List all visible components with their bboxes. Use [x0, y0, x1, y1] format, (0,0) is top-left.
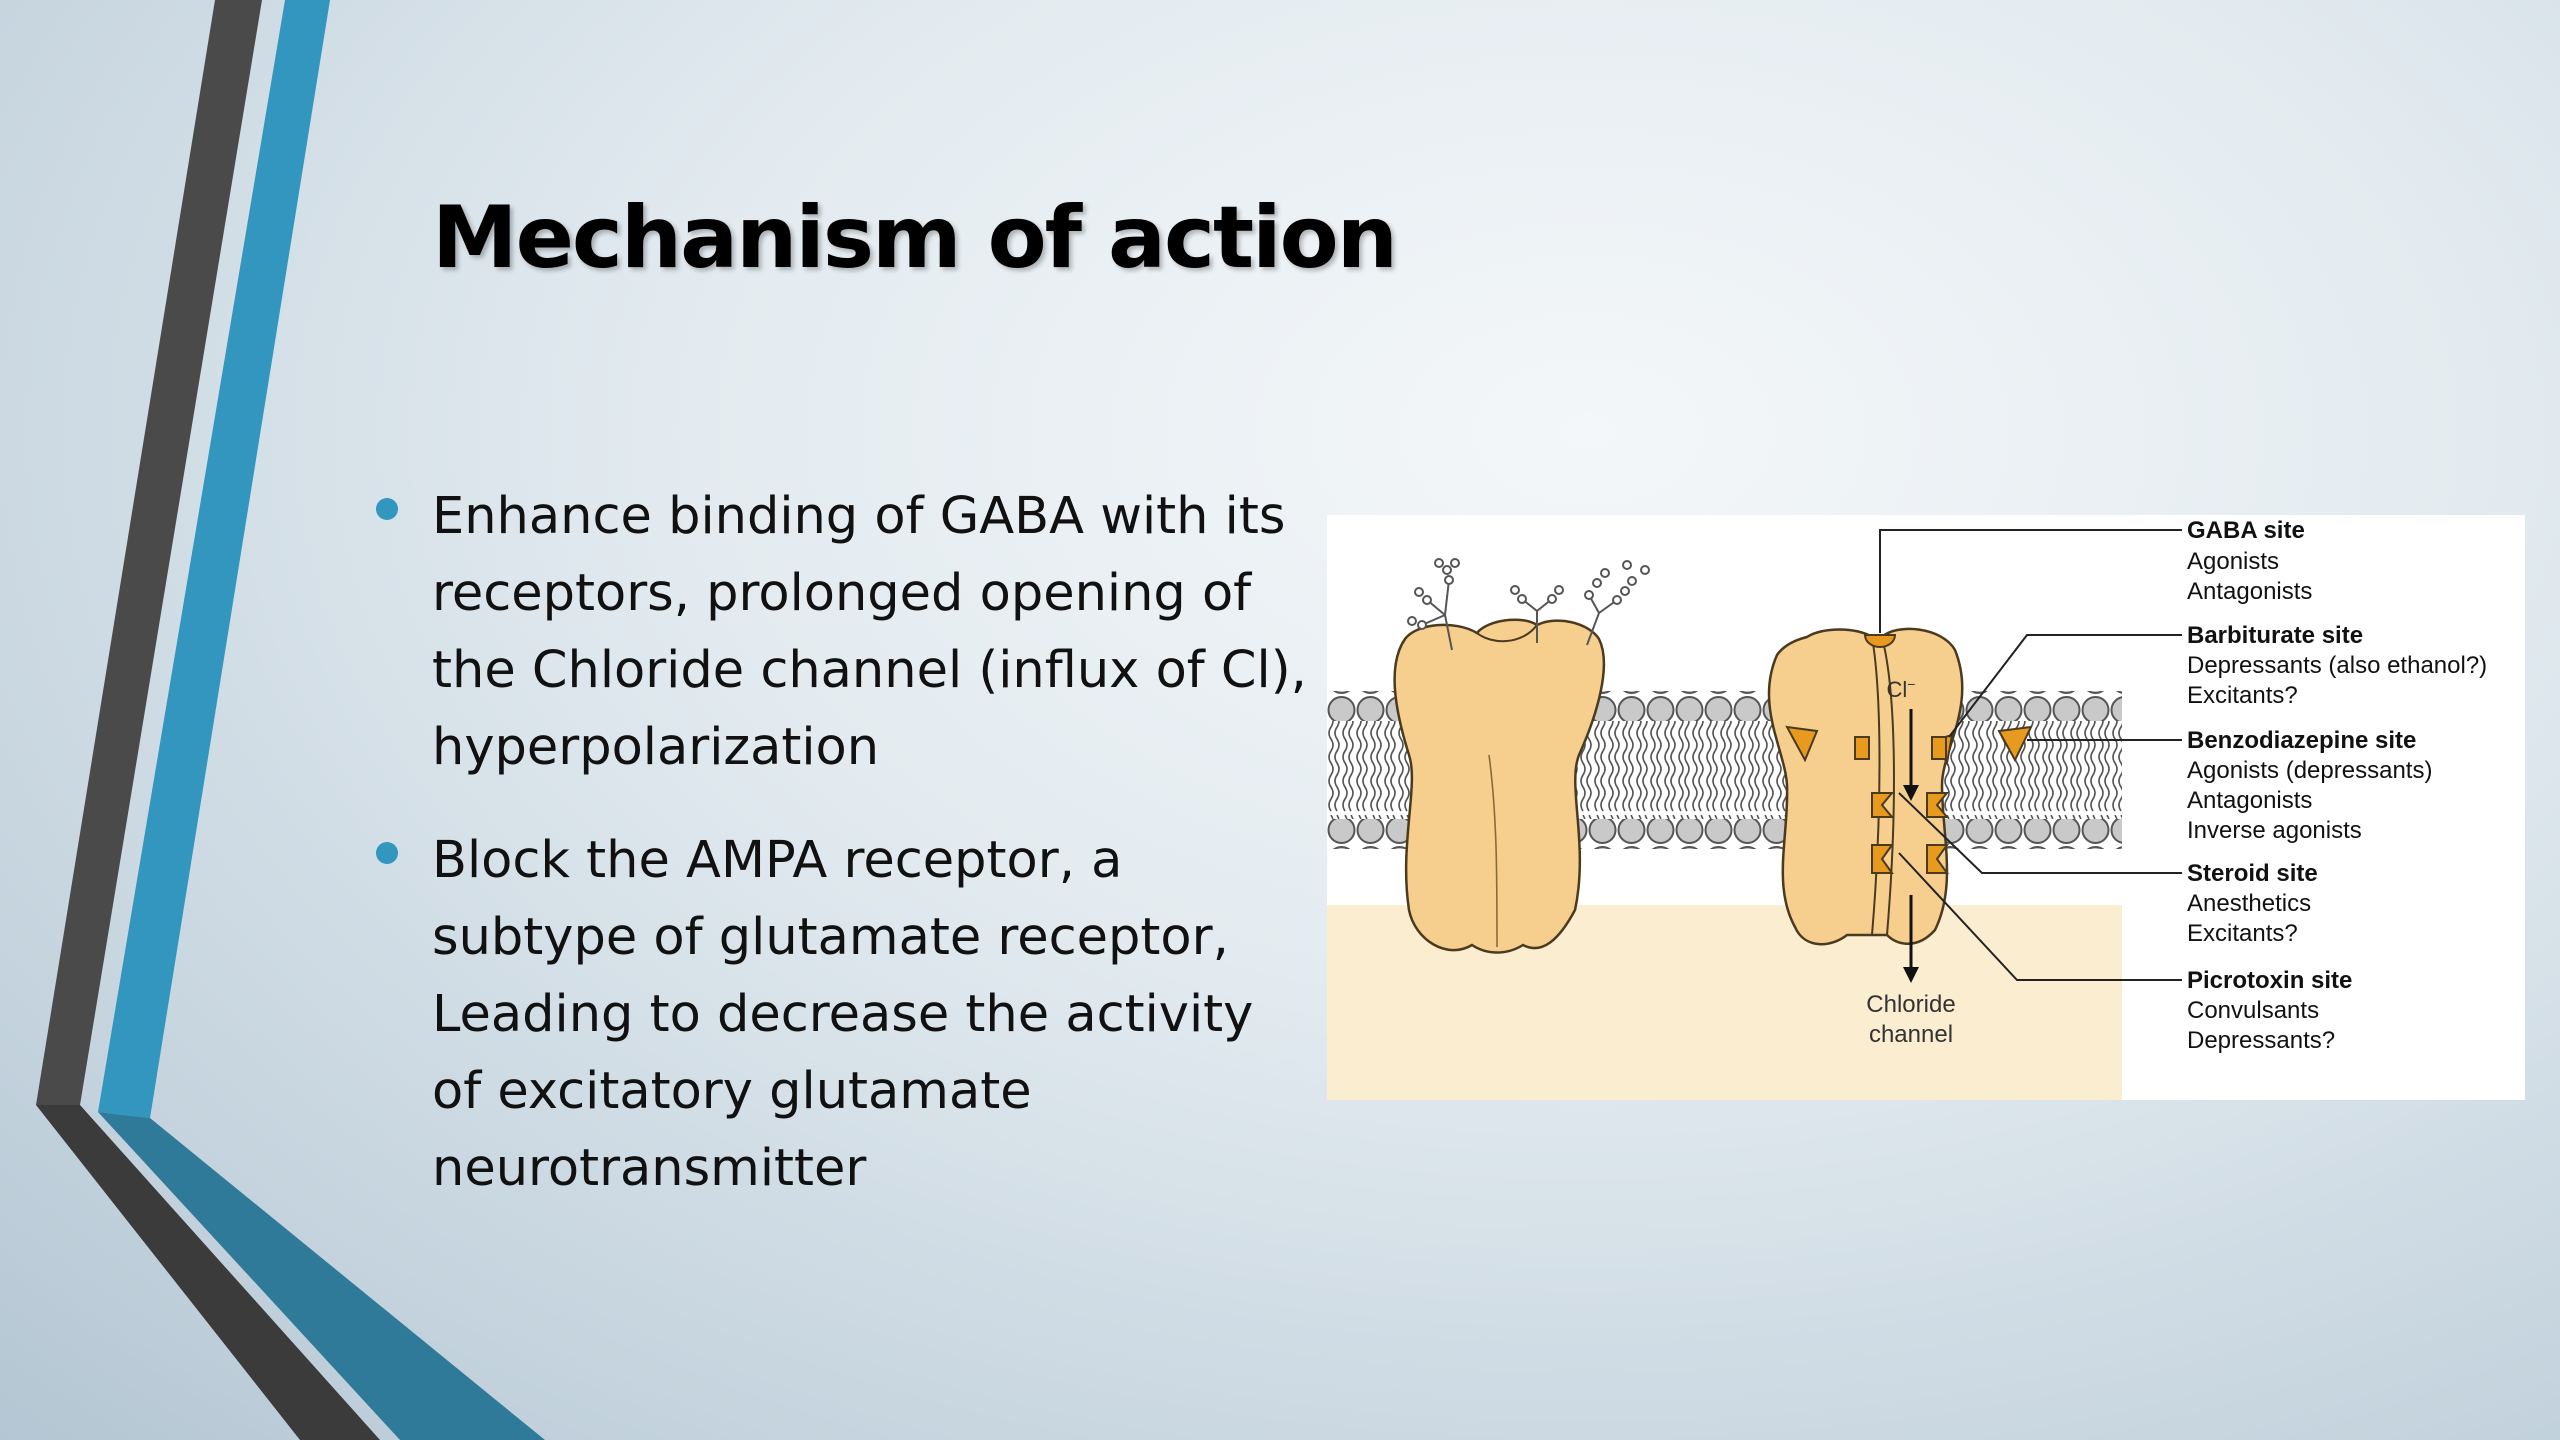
benzodiazepine-site-right-marker — [1997, 725, 2033, 763]
svg-text:Inverse agonists: Inverse agonists — [2187, 817, 2362, 844]
bullet-text: Enhance binding of GABA with its recepto… — [432, 487, 1307, 777]
bullet-list: Enhance binding of GABA with its recepto… — [376, 478, 1316, 1243]
site-labels: GABA site Agonists Antagonists Barbitura… — [2187, 517, 2487, 1054]
site-label-picrotoxin: Picrotoxin site Convulsants Depressants? — [2187, 967, 2352, 1054]
site-label-steroid: Steroid site Anesthetics Excitants? — [2187, 860, 2318, 947]
receptor-diagram-svg: Cl− Chloride channel GABA site Agonists … — [1327, 517, 2487, 1100]
steroid-site-marker — [1926, 792, 1950, 818]
channel-site-marker — [1931, 736, 1947, 760]
sugar-chains — [1407, 558, 1650, 651]
svg-text:Depressants?: Depressants? — [2187, 1027, 2335, 1054]
svg-text:Excitants?: Excitants? — [2187, 920, 2298, 947]
channel-label: channel — [1869, 1021, 1953, 1048]
svg-text:Antagonists: Antagonists — [2187, 578, 2312, 605]
bullet-dot-icon — [376, 842, 398, 864]
dark-stripe-upper — [36, 0, 262, 1105]
benzodiazepine-site-left-marker — [1785, 725, 1819, 763]
svg-text:Agonists (depressants): Agonists (depressants) — [2187, 757, 2432, 784]
site-label-gaba: GABA site Agonists Antagonists — [2187, 517, 2312, 605]
svg-text:Picrotoxin site: Picrotoxin site — [2187, 967, 2352, 994]
flow-arrowhead-icon — [1903, 967, 1919, 983]
svg-text:Depressants (also ethanol?): Depressants (also ethanol?) — [2187, 652, 2487, 679]
gaba-site-marker — [1863, 634, 1897, 648]
receptor-right-channel — [1767, 627, 1964, 946]
slide-title: Mechanism of action — [432, 188, 1398, 288]
decorative-stripes — [36, 0, 545, 1440]
bullet-item: Enhance binding of GABA with its recepto… — [376, 478, 1316, 786]
picrotoxin-site-marker — [1926, 844, 1949, 874]
svg-text:GABA site: GABA site — [2187, 517, 2305, 544]
svg-text:Convulsants: Convulsants — [2187, 997, 2319, 1024]
site-label-benzodiazepine: Benzodiazepine site Agonists (depressant… — [2187, 727, 2432, 844]
svg-text:Steroid site: Steroid site — [2187, 860, 2318, 887]
site-label-barbiturate: Barbiturate site Depressants (also ethan… — [2187, 622, 2487, 709]
dark-stripe-lower — [36, 1105, 380, 1440]
receptor-left — [1393, 618, 1606, 954]
channel-label: Chloride — [1866, 991, 1955, 1018]
svg-text:Antagonists: Antagonists — [2187, 787, 2312, 814]
bullet-dot-icon — [376, 498, 398, 520]
gaba-receptor-diagram: Cl− Chloride channel GABA site Agonists … — [1327, 515, 2525, 1100]
leader-lines — [1879, 529, 2182, 981]
picrotoxin-site-marker — [1871, 844, 1894, 874]
channel-site-marker — [1854, 736, 1870, 760]
svg-text:Anesthetics: Anesthetics — [2187, 890, 2311, 917]
svg-text:Barbiturate site: Barbiturate site — [2187, 622, 2363, 649]
binding-site-markers — [1785, 634, 2033, 874]
chloride-ion-label: Cl− — [1887, 676, 1916, 702]
bullet-item: Block the AMPA receptor, a subtype of gl… — [376, 822, 1316, 1207]
blue-stripe-upper — [98, 0, 330, 1118]
bullet-text: Block the AMPA receptor, a subtype of gl… — [432, 831, 1254, 1198]
steroid-site-marker — [1871, 792, 1895, 818]
blue-stripe-lower — [98, 1112, 545, 1440]
svg-text:Excitants?: Excitants? — [2187, 682, 2298, 709]
flow-arrowhead-icon — [1903, 785, 1919, 801]
svg-text:Benzodiazepine site: Benzodiazepine site — [2187, 727, 2416, 754]
svg-text:Agonists: Agonists — [2187, 548, 2279, 575]
